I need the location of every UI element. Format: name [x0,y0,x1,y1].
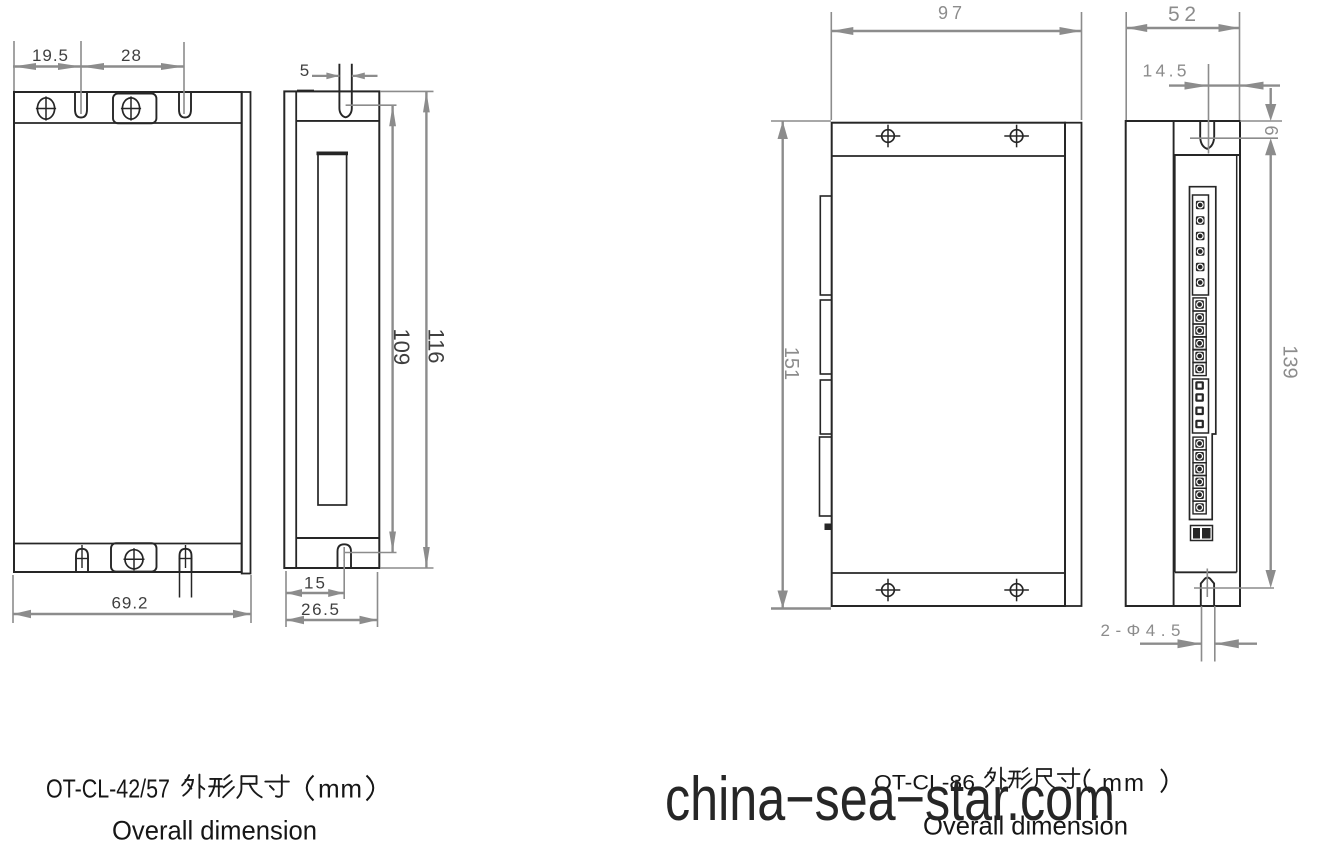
svg-text:69.2: 69.2 [112,594,148,613]
svg-text:52: 52 [1168,3,1196,26]
svg-text:109: 109 [389,328,414,365]
svg-text:OT-CL-42/57: OT-CL-42/57 [46,774,170,804]
svg-text:139: 139 [1278,345,1300,378]
svg-text:6: 6 [1261,125,1281,135]
svg-text:97: 97 [938,3,962,23]
svg-text:OT-CL-86: OT-CL-86 [874,772,975,795]
svg-text:26.5: 26.5 [301,600,339,619]
svg-text:28: 28 [121,46,141,65]
svg-text:Overall dimension: Overall dimension [923,811,1128,841]
svg-text:2-Φ4.5: 2-Φ4.5 [1101,621,1181,640]
svg-text:5: 5 [300,61,309,80]
svg-text:14.5: 14.5 [1143,60,1187,80]
svg-text:mm: mm [318,774,362,804]
svg-text:15: 15 [304,573,325,592]
svg-text:19.5: 19.5 [32,46,68,65]
svg-text:Overall dimension: Overall dimension [112,816,317,841]
svg-text:151: 151 [780,347,802,380]
svg-text:116: 116 [423,328,448,363]
svg-text:china−sea−star.com: china−sea−star.com [665,765,1115,834]
